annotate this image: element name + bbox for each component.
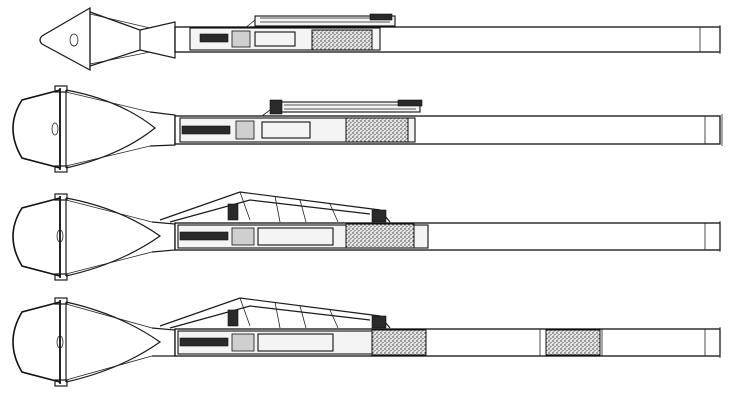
launcher-variant-1 (39, 6, 721, 72)
launcher-variant-2 (12, 85, 723, 173)
sight-rail-1 (244, 13, 396, 29)
propellant-charge-4a (371, 329, 427, 356)
folding-sight-frame-3 (159, 191, 391, 223)
propellant-charge-4b (545, 329, 601, 356)
sight-rail-2 (261, 99, 423, 117)
launcher-variant-3 (12, 191, 721, 281)
propellant-charge-1 (311, 29, 373, 51)
warhead-large-ogive (12, 297, 176, 387)
folding-sight-frame-4 (159, 297, 391, 329)
warhead-large-ogive (12, 85, 176, 173)
warhead-large-ogive (12, 193, 176, 281)
propellant-charge-2 (345, 117, 409, 143)
propellant-charge-3 (345, 223, 415, 249)
warhead-small-cone (39, 6, 176, 72)
launcher-variant-4 (12, 297, 721, 387)
